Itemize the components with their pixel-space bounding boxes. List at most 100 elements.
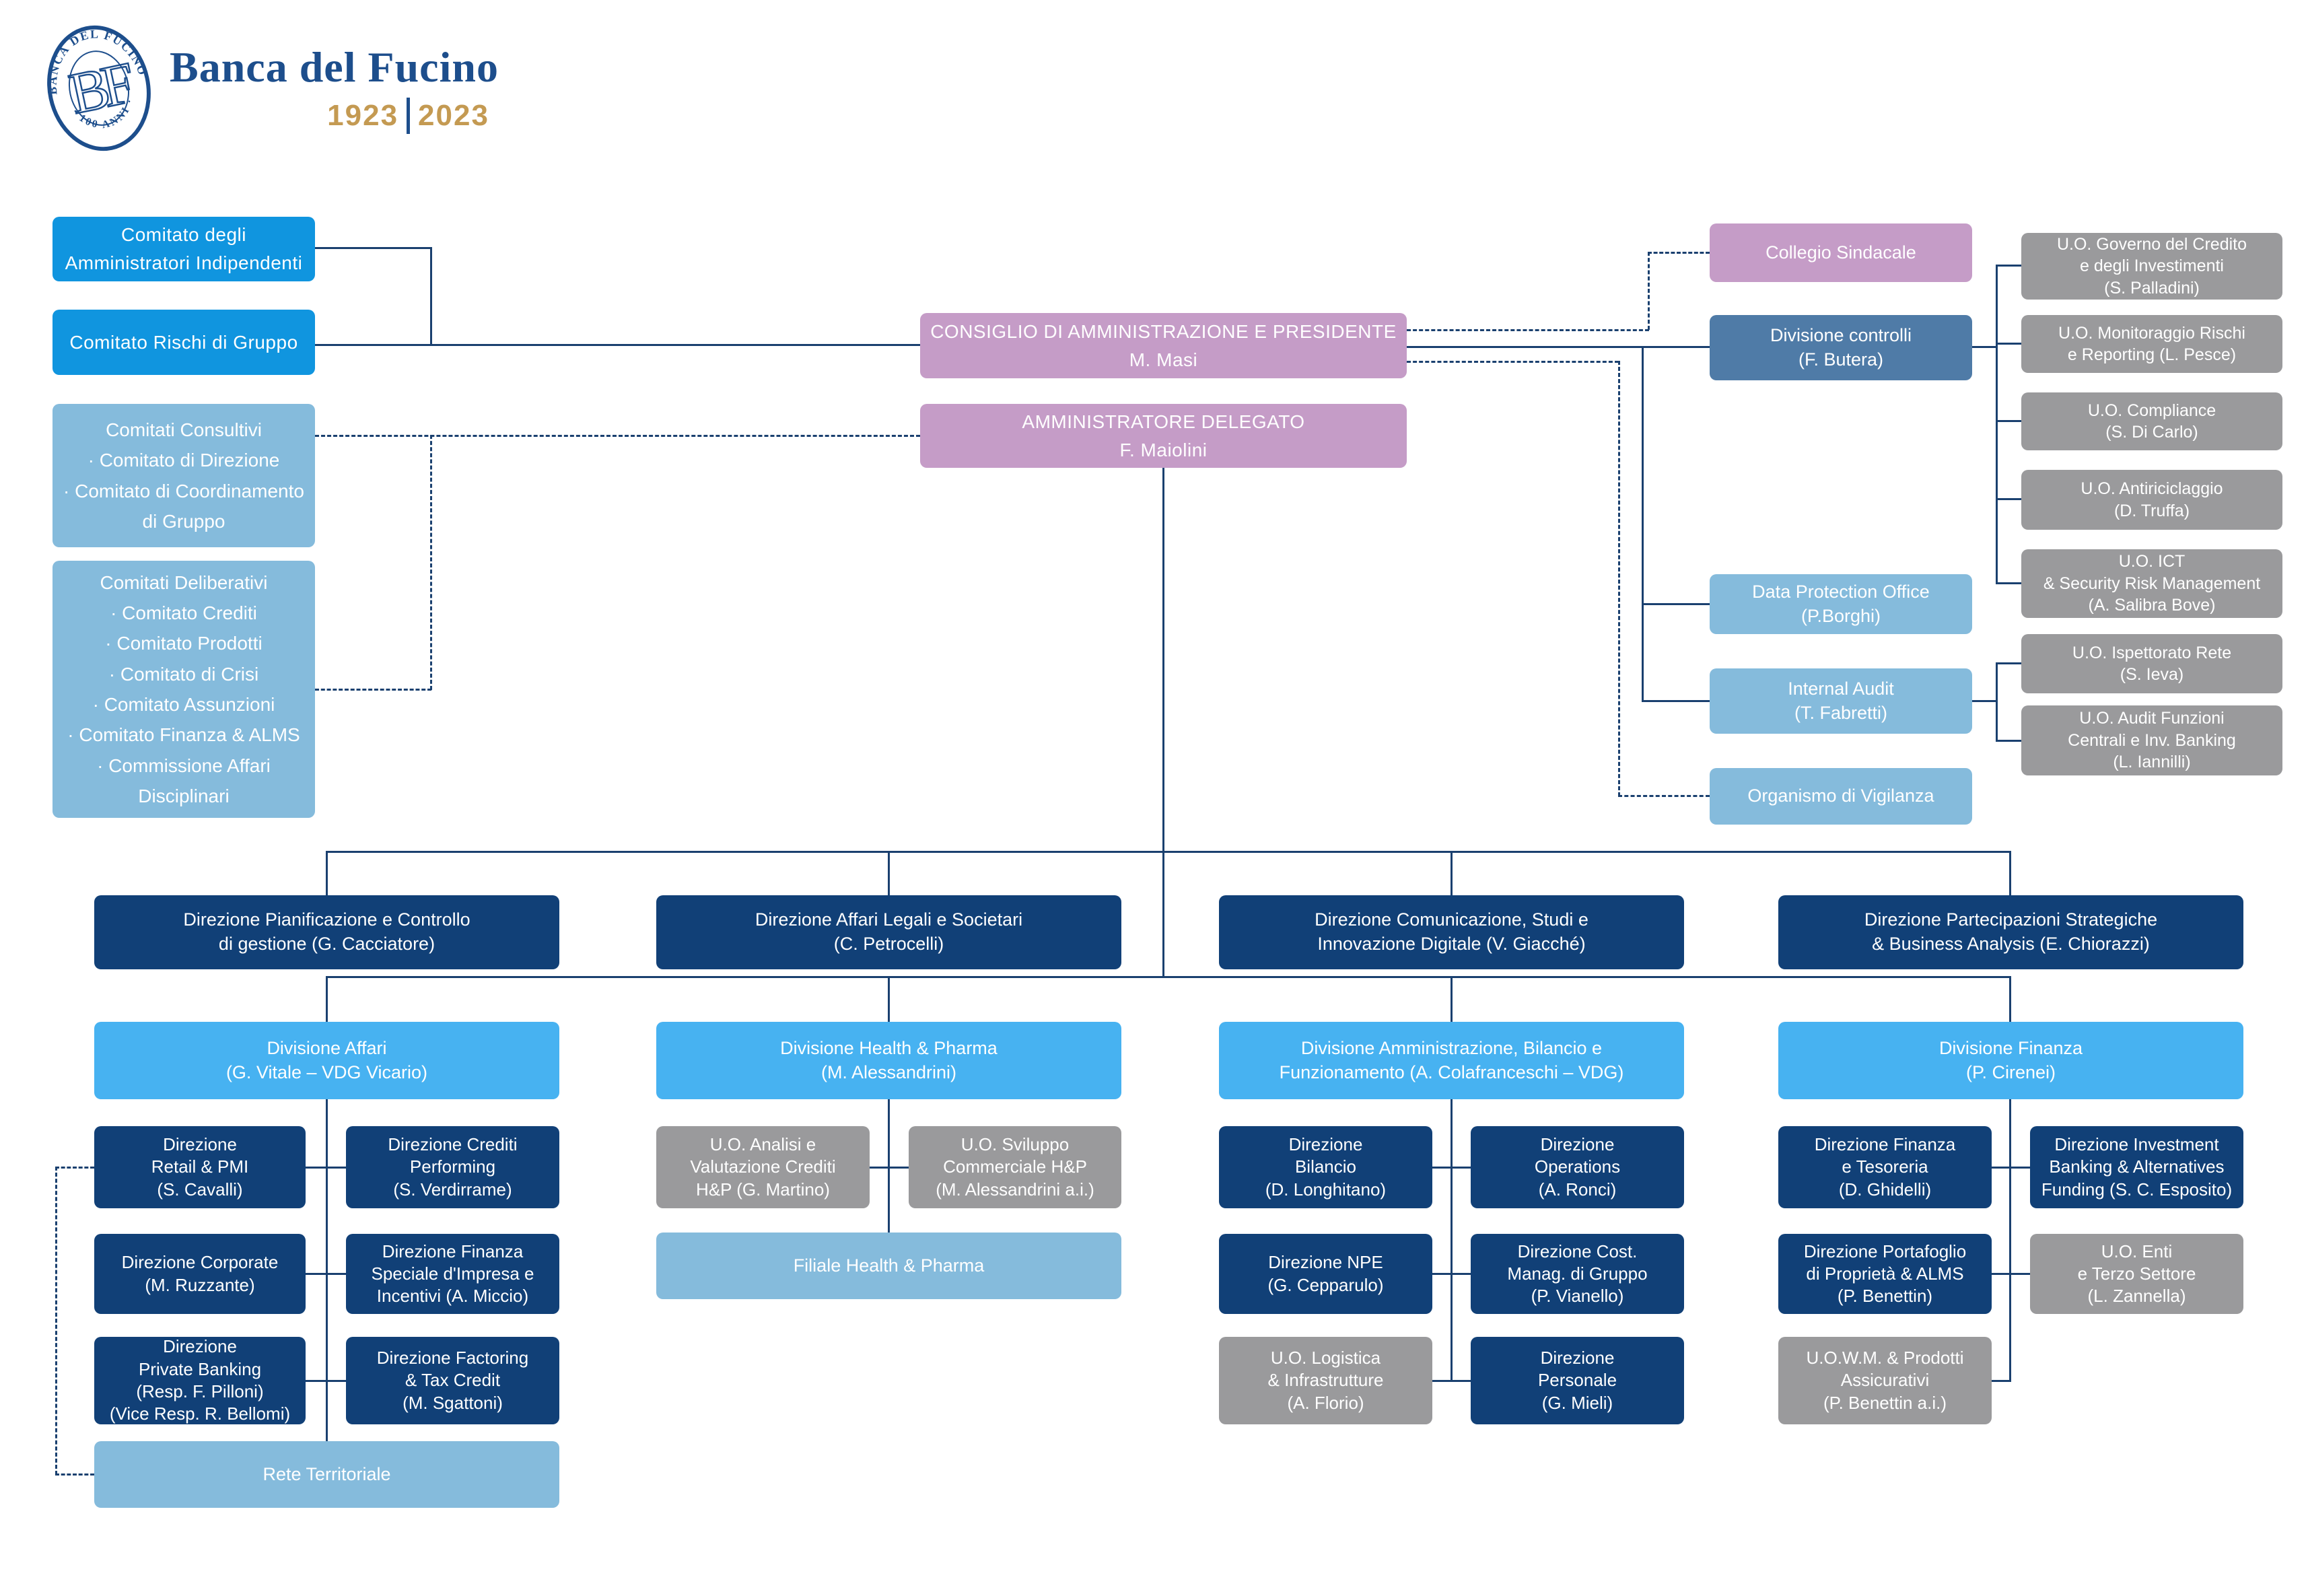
connector-drop-legali — [888, 851, 890, 895]
connector-stub-governo — [1996, 265, 2021, 267]
connector-finanza-row1 — [1992, 1167, 2030, 1169]
connector-odv-stub — [1618, 795, 1710, 797]
node-direzione-personale: Direzione Personale (G. Mieli) — [1471, 1337, 1684, 1424]
node-direzione-crediti-performing: Direzione Crediti Performing (S. Verdirr… — [346, 1126, 559, 1208]
connector-stub-antiriciclaggio — [1996, 498, 2021, 500]
connector-finanza-row2 — [1992, 1273, 2030, 1275]
node-direzione-investment-banking: Direzione Investment Banking & Alternati… — [2030, 1126, 2243, 1208]
node-divisione-affari: Divisione Affari (G. Vitale – VDG Vicari… — [94, 1022, 559, 1099]
node-divisione-finanza: Divisione Finanza (P. Cirenei) — [1778, 1022, 2243, 1099]
connector-consultivi-ad — [315, 435, 920, 437]
node-direzione-npe: Direzione NPE (G. Cepparulo) — [1219, 1234, 1432, 1314]
node-uo-ict-security: U.O. ICT & Security Risk Management (A. … — [2021, 549, 2282, 618]
node-amministratore-delegato: AMMINISTRATORE DELEGATO F. Maiolini — [920, 404, 1407, 468]
node-direzione-corporate: Direzione Corporate (M. Ruzzante) — [94, 1234, 306, 1314]
connector-collegio-rise — [1648, 252, 1650, 330]
node-direzione-retail-pmi: Direzione Retail & PMI (S. Cavalli) — [94, 1126, 306, 1208]
connector-rete-rail — [55, 1167, 57, 1475]
connector-drop-pianificazione — [326, 851, 328, 895]
bank-wordmark: Banca del Fucino — [170, 43, 499, 91]
connector-consiglio-collegio — [1407, 329, 1649, 331]
connector-drop-div-hp — [888, 976, 890, 1022]
connector-affari-trunk — [326, 1099, 328, 1441]
node-uo-ispettorato-rete: U.O. Ispettorato Rete (S. Ieva) — [2021, 634, 2282, 693]
connector-abf-row2 — [1432, 1273, 1471, 1275]
node-organismo-vigilanza: Organismo di Vigilanza — [1710, 768, 1972, 825]
connector-drop-div-affari — [326, 976, 328, 1022]
node-direzione-private-banking: Direzione Private Banking (Resp. F. Pill… — [94, 1336, 306, 1424]
connector-affari-row2 — [306, 1273, 346, 1275]
connector-collegio-stub — [1648, 252, 1710, 254]
connector-stub-audit-funzioni — [1996, 740, 2021, 742]
connector-hp-row1 — [870, 1167, 909, 1169]
connector-finanza-row3 — [1992, 1380, 2011, 1382]
connector-controlli-stack — [1972, 346, 1998, 348]
node-direzione-partecipazioni: Direzione Partecipazioni Strategiche & B… — [1778, 895, 2243, 969]
node-uo-compliance: U.O. Compliance (S. Di Carlo) — [2021, 392, 2282, 450]
connector-hp-trunk — [888, 1099, 890, 1233]
connector-ia-stack-rail — [1996, 662, 1998, 741]
connector-direzioni-rail — [326, 851, 2011, 853]
node-rete-territoriale: Rete Territoriale — [94, 1441, 559, 1508]
brand-text: Banca del Fucino 1923 2023 — [170, 42, 499, 134]
node-comitati-deliberativi: Comitati Deliberativi · Comitato Crediti… — [53, 561, 315, 818]
anniversary-years: 1923 2023 — [327, 98, 489, 134]
connector-drop-comunicazione — [1451, 851, 1453, 895]
node-divisione-controlli: Divisione controlli (F. Butera) — [1710, 315, 1972, 380]
connector-consiglio-audit-drop — [1642, 346, 1644, 701]
node-data-protection-office: Data Protection Office (P.Borghi) — [1710, 574, 1972, 634]
node-direzione-bilancio: Direzione Bilancio (D. Longhitano) — [1219, 1126, 1432, 1208]
connector-drop-div-finanza — [2009, 976, 2011, 1022]
connector-deliberativi-stub — [315, 689, 431, 691]
node-internal-audit: Internal Audit (T. Fabretti) — [1710, 668, 1972, 734]
year-1923: 1923 — [327, 99, 399, 132]
connector-divisioni-rail — [326, 976, 2011, 978]
connector-indipendenti — [315, 247, 431, 249]
connector-deliberativi-rail — [430, 435, 432, 690]
connector-stub-monitoraggio — [1996, 343, 2021, 345]
node-direzione-finanza-speciale: Direzione Finanza Speciale d'Impresa e I… — [346, 1234, 559, 1314]
node-uo-governo-credito: U.O. Governo del Credito e degli Investi… — [2021, 233, 2282, 300]
node-comitato-rischi-gruppo: Comitato Rischi di Gruppo — [53, 310, 315, 375]
connector-consiglio-controlli — [1407, 346, 1710, 348]
node-uo-analisi-crediti-hp: U.O. Analisi e Valutazione Crediti H&P (… — [656, 1126, 870, 1208]
connector-rete-stub — [55, 1473, 94, 1476]
connector-ia-stack — [1972, 700, 1998, 702]
node-comitati-consultivi: Comitati Consultivi · Comitato di Direzi… — [53, 404, 315, 547]
node-direzione-operations: Direzione Operations (A. Ronci) — [1471, 1126, 1684, 1208]
connector-abf-trunk — [1451, 1099, 1453, 1381]
node-uo-enti-terzo-settore: U.O. Enti e Terzo Settore (L. Zannella) — [2030, 1234, 2243, 1314]
node-uo-wm-prodotti: U.O.W.M. & Prodotti Assicurativi (P. Ben… — [1778, 1337, 1992, 1424]
connector-dpo-stub — [1642, 603, 1710, 605]
node-uo-audit-funzioni: U.O. Audit Funzioni Centrali e Inv. Bank… — [2021, 705, 2282, 775]
node-direzione-comunicazione: Direzione Comunicazione, Studi e Innovaz… — [1219, 895, 1684, 969]
node-comitato-amministratori-indipendenti: Comitato degli Amministratori Indipenden… — [53, 217, 315, 281]
connector-drop-div-abf — [1451, 976, 1453, 1022]
node-direzione-pianificazione: Direzione Pianificazione e Controllo di … — [94, 895, 559, 969]
year-2023: 2023 — [418, 99, 489, 132]
connector-stub-ispettorato — [1996, 662, 2021, 664]
connector-stub-compliance — [1996, 420, 2021, 422]
node-divisione-health-pharma: Divisione Health & Pharma (M. Alessandri… — [656, 1022, 1121, 1099]
node-uo-antiriciclaggio: U.O. Antiriciclaggio (D. Truffa) — [2021, 470, 2282, 530]
node-uo-logistica: U.O. Logistica & Infrastrutture (A. Flor… — [1219, 1337, 1432, 1424]
node-filiale-health-pharma: Filiale Health & Pharma — [656, 1233, 1121, 1299]
connector-odv-drop — [1618, 361, 1620, 796]
node-direzione-affari-legali: Direzione Affari Legali e Societari (C. … — [656, 895, 1121, 969]
node-divisione-amministrazione: Divisione Amministrazione, Bilancio e Fu… — [1219, 1022, 1684, 1099]
connector-rischi-consiglio — [315, 344, 920, 346]
node-direzione-cost-manag: Direzione Cost. Manag. di Gruppo (P. Via… — [1471, 1234, 1684, 1314]
connector-internal-audit-stub — [1642, 700, 1710, 702]
node-direzione-portafoglio: Direzione Portafoglio di Proprietà & ALM… — [1778, 1234, 1992, 1314]
connector-drop-partecipazioni — [2009, 851, 2011, 895]
year-divider — [407, 98, 411, 134]
connector-controlli-stack-rail — [1996, 265, 1998, 584]
node-collegio-sindacale: Collegio Sindacale — [1710, 223, 1972, 282]
connector-affari-row1 — [306, 1167, 346, 1169]
connector-consiglio-odv — [1407, 361, 1619, 363]
connector-indipendenti-drop — [430, 247, 432, 345]
node-direzione-factoring: Direzione Factoring & Tax Credit (M. Sga… — [346, 1337, 559, 1424]
node-uo-sviluppo-commerciale-hp: U.O. Sviluppo Commerciale H&P (M. Alessa… — [909, 1126, 1121, 1208]
connector-abf-row1 — [1432, 1167, 1471, 1169]
